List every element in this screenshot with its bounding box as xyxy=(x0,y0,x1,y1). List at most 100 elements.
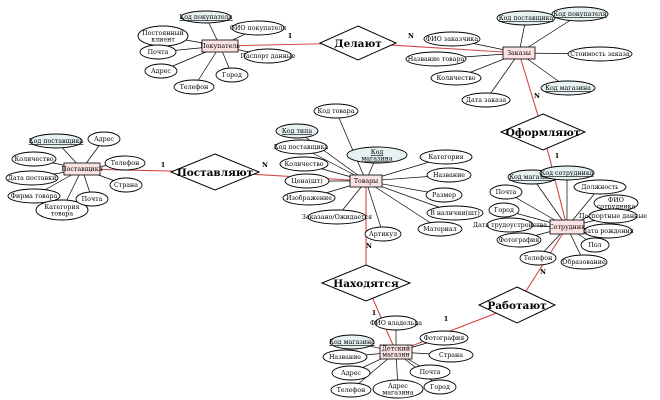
attribute-label: Код магазина xyxy=(329,339,375,346)
attribute-label: Образование xyxy=(562,259,606,266)
attribute-sotrudnik-12: Образование xyxy=(560,254,608,270)
cardinality-label: 1 xyxy=(288,32,293,40)
attribute-label: ФИО покупателя xyxy=(230,25,287,32)
entity-postavshik: Поставщики xyxy=(61,162,103,176)
attribute-label: Код поставщика xyxy=(29,138,84,145)
attribute-label: Стоимость заказа xyxy=(570,51,630,58)
attribute-label: Код магазина xyxy=(545,85,591,92)
attribute-label: Телефон xyxy=(337,387,366,394)
attribute-label: Заказано/Ожидается xyxy=(302,214,372,221)
attribute-pokupatel-4: Паспорт данные xyxy=(240,48,296,64)
attribute-label: Город xyxy=(494,207,514,214)
attribute-link xyxy=(531,176,568,228)
relationship-label: Поставляют xyxy=(177,167,254,179)
attribute-postavshik-0: Код поставщика xyxy=(29,133,84,149)
attribute-zakazy-6: Дата заказа xyxy=(461,92,511,108)
entity-label: Поставщики xyxy=(61,166,103,173)
attribute-label: Количество xyxy=(14,156,53,163)
relationship-delayut: Делают xyxy=(318,25,398,61)
attribute-label: Фотография xyxy=(424,335,465,342)
entity-pokupatel: Покупатель xyxy=(200,39,240,53)
attribute-label: Дата заказа xyxy=(466,97,506,104)
attribute-tovary-3: Количество xyxy=(279,156,329,172)
attribute-label: Почта xyxy=(82,196,103,203)
attribute-sotrudnik-9: Фотография xyxy=(496,232,542,248)
attribute-tovary-4: Цена(шт) xyxy=(284,173,330,189)
cardinality-label: N xyxy=(408,32,414,40)
attribute-sotrudnik-3: Должность xyxy=(573,179,627,195)
attribute-link xyxy=(365,180,441,230)
relationship-label: Делают xyxy=(334,38,382,50)
attribute-label: Город xyxy=(430,384,450,391)
attribute-tovary-10: В наличии(шт) xyxy=(426,205,484,221)
attribute-zakazy-3: Название товара xyxy=(405,51,467,67)
attribute-pokupatel-0: Код покупателя xyxy=(179,10,233,24)
attribute-label: Почта xyxy=(496,189,517,196)
attribute-postavshik-8: Почта xyxy=(75,191,109,207)
entity-label: Покупатель xyxy=(200,43,240,50)
attribute-tovary-0: Код товара xyxy=(313,103,359,119)
attribute-tovary-11: Заказано/Ожидается xyxy=(302,209,372,225)
attribute-tovary-2: Код поставщика xyxy=(274,139,329,155)
cardinality-label: N xyxy=(540,268,546,276)
attribute-label: Телефон xyxy=(180,84,209,91)
attribute-label: Код магазина xyxy=(509,174,555,181)
attribute-label: ФИО владельца xyxy=(370,320,422,327)
attribute-sotrudnik-6: Паспортные данные xyxy=(579,208,647,224)
attribute-label: Дата трудоустройства xyxy=(473,222,547,229)
attribute-label: Материал xyxy=(423,226,456,233)
attribute-tovary-9: Размер xyxy=(425,187,463,203)
attribute-label: Фотография xyxy=(499,237,540,244)
attribute-label: Почта xyxy=(420,369,441,376)
attribute-label: Город xyxy=(222,72,242,79)
attribute-magazin-7: Телефон xyxy=(330,382,372,398)
attribute-pokupatel-2: ФИО покупателя xyxy=(230,20,287,36)
attribute-sotrudnik-8: Дата рождения xyxy=(582,223,634,239)
relationship-label: Работают xyxy=(487,300,547,312)
attribute-magazin-9: Город xyxy=(423,379,457,395)
attribute-sotrudnik-7: Дата трудоустройства xyxy=(473,217,547,233)
attribute-label: Телефон xyxy=(111,160,140,167)
attribute-label: Код покупателя xyxy=(553,11,606,18)
attribute-label: Дата рождения xyxy=(582,228,634,235)
attribute-label: Должность xyxy=(581,184,619,191)
entity-sotrudnik: Сотрудник xyxy=(549,219,585,235)
attribute-label: Код типа xyxy=(282,128,312,135)
attribute-sotrudnik-2: Почта xyxy=(489,184,523,200)
attribute-postavshik-1: Адрес xyxy=(87,131,121,147)
attribute-label: Размер xyxy=(432,192,456,199)
attribute-label: ФИО заказчика xyxy=(426,36,478,43)
cardinality-label: 1 xyxy=(372,309,377,317)
attribute-sotrudnik-1: Код сотрудника xyxy=(539,165,595,181)
attribute-label: Артикул xyxy=(369,231,397,238)
relationship-label: Оформляют xyxy=(506,127,581,139)
attribute-label: Адрес xyxy=(341,370,361,377)
attribute-label: Название xyxy=(433,172,465,179)
relationship-nahodyatsya: Находятся xyxy=(320,264,412,302)
attribute-tovary-8: Название xyxy=(426,167,472,183)
attribute-sotrudnik-5: Город xyxy=(488,202,520,218)
relationship-oformlyayut: Оформляют xyxy=(499,113,587,151)
attribute-label: Пол xyxy=(588,242,601,249)
attribute-label: Код покупателя xyxy=(179,14,232,21)
relationship-label: Находятся xyxy=(333,278,399,290)
attribute-sotrudnik-11: Телефон xyxy=(519,250,557,266)
attribute-tovary-1: Код типа xyxy=(275,123,319,139)
attribute-zakazy-7: Код магазина xyxy=(540,80,596,96)
attribute-postavshik-5: Страна xyxy=(109,177,143,193)
attribute-postavshik-6: Фирма товара xyxy=(7,188,61,204)
cardinality-label: 1 xyxy=(444,315,449,323)
attribute-label: Код товара xyxy=(318,108,355,115)
attribute-label: Изображение xyxy=(286,195,332,202)
attribute-label: Телефон xyxy=(524,255,553,262)
cardinality-label: 1 xyxy=(161,161,166,169)
